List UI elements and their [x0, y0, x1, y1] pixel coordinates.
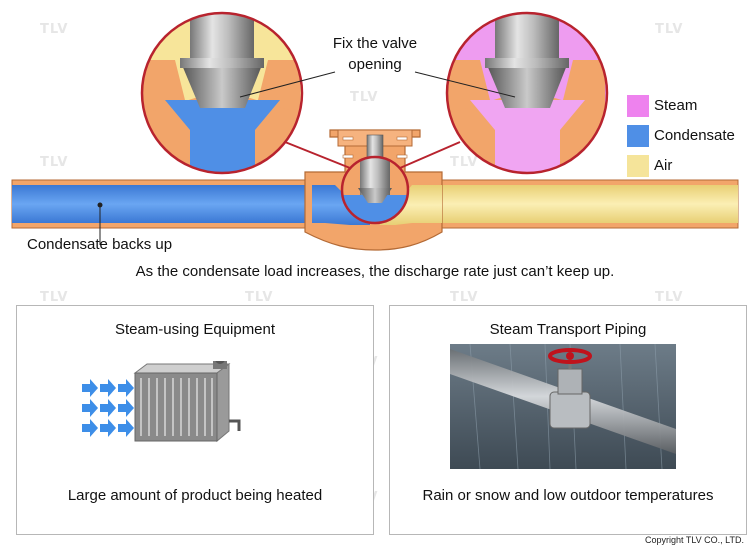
heat-exchanger-illustration	[82, 361, 241, 443]
panel-caption: Large amount of product being heated	[67, 487, 323, 504]
callout-line-1: Fix the valve	[332, 35, 418, 52]
legend-label-air: Air	[654, 157, 673, 174]
callout-line-2: opening	[348, 56, 402, 73]
callout-label: Fix the valve opening	[322, 33, 428, 75]
legend-swatch-steam	[627, 95, 649, 117]
outlet-pipe	[429, 179, 739, 229]
panel-transport-piping: Steam Transport Piping Rain or snow and …	[389, 305, 747, 535]
outdoor-pipe-photo	[450, 344, 676, 469]
legend-swatch-condensate	[627, 125, 649, 147]
inlet-pipe	[11, 179, 313, 229]
valve-seat-circle	[340, 155, 410, 225]
magnified-steam-view	[445, 11, 609, 175]
panel-title: Steam Transport Piping	[489, 321, 647, 338]
legend-label-condensate: Condensate	[654, 127, 735, 144]
legend-label-steam: Steam	[654, 97, 698, 114]
heat-exchanger-icon	[133, 361, 241, 443]
panel-caption: Rain or snow and low outdoor temperature…	[422, 487, 714, 504]
arrow-icon	[82, 379, 134, 437]
pipe-label: Condensate backs up	[27, 236, 173, 253]
diagram-caption: As the condensate load increases, the di…	[135, 263, 615, 280]
magnified-condensate-view	[140, 11, 304, 175]
panel-title: Steam-using Equipment	[114, 321, 276, 338]
valve-handwheel-icon	[548, 348, 592, 364]
copyright-notice: Copyright TLV CO., LTD.	[644, 535, 744, 545]
valve-diagram	[11, 11, 739, 251]
panel-steam-equipment: Steam-using Equipment	[16, 305, 374, 535]
legend-swatch-air	[627, 155, 649, 177]
